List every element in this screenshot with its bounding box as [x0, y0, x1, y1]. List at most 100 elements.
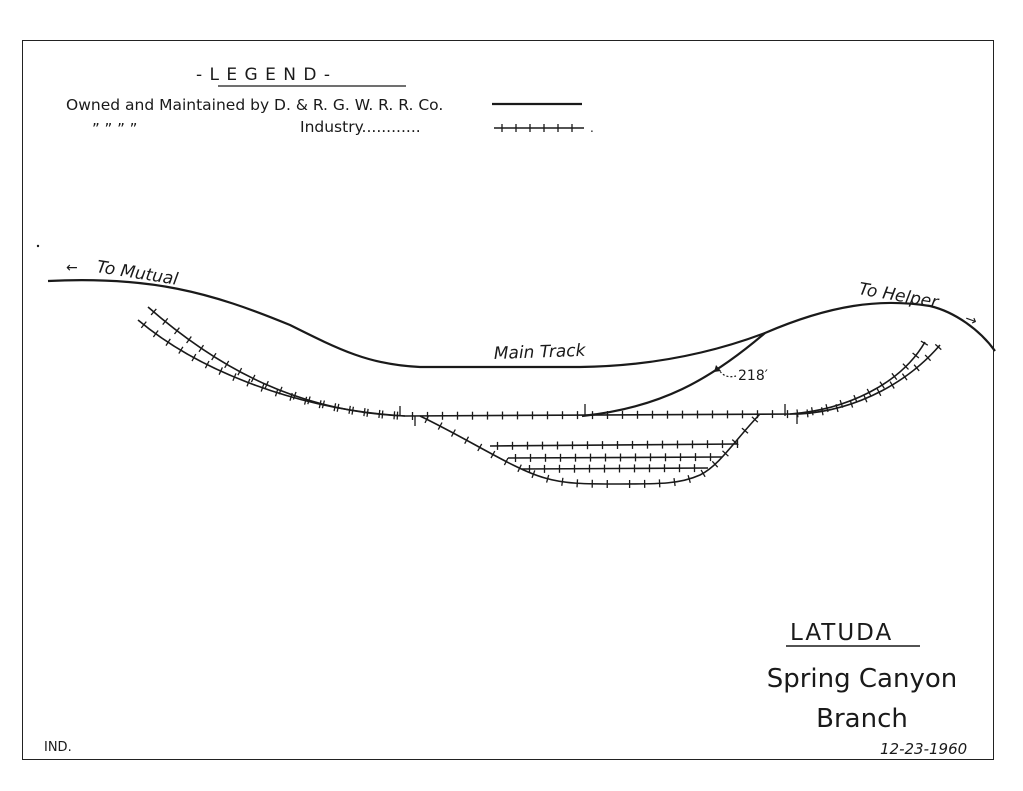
track-tie [517, 464, 522, 473]
track-tie [260, 383, 265, 392]
track-tie [477, 443, 483, 452]
track-tie [303, 396, 308, 405]
track-tie [336, 403, 340, 412]
industry-tracks [137, 306, 941, 485]
track-tie [863, 394, 868, 403]
track-tie [902, 363, 909, 370]
to-helper-label: To Helper [857, 279, 941, 313]
legend-ditto-marks: ” ” ” ” [92, 120, 137, 138]
legend-title: - L E G E N D - [196, 65, 331, 85]
track-tie [424, 415, 430, 424]
yard-ladder-left [419, 415, 621, 485]
track-tie [318, 400, 322, 409]
main-track-label: Main Track [493, 341, 586, 364]
track-tie [722, 450, 729, 457]
drawing-code: IND. [44, 740, 72, 755]
legend-industry-label: Industry............ [300, 118, 421, 136]
arrow-right-icon: → [963, 311, 980, 330]
track-tie [853, 394, 858, 403]
track-tie [186, 336, 192, 344]
track-tie [796, 409, 799, 418]
track-tie [348, 405, 351, 414]
track-tie [224, 360, 230, 369]
legend-railroad-label: Owned and Maintained by D. & R. G. W. R.… [66, 96, 443, 114]
track-tie [700, 469, 706, 478]
industry-track-right-outer [799, 344, 941, 415]
yard-track-2 [507, 456, 723, 459]
track-tie [891, 372, 898, 380]
track-tie [140, 321, 147, 329]
track-tie [198, 344, 205, 353]
branch-line-2: Branch [816, 704, 908, 734]
main-track [47, 279, 996, 369]
track-tie [381, 410, 384, 419]
track-tie [820, 407, 824, 416]
track-tie [673, 478, 676, 487]
track-tie [741, 427, 749, 434]
track-tie [687, 475, 691, 483]
track-tie [393, 411, 396, 420]
branch-line-1: Spring Canyon [767, 664, 958, 694]
track-tie [250, 374, 256, 383]
track-tie [178, 346, 184, 354]
track-tie [191, 353, 197, 362]
track-tie [879, 381, 885, 389]
track-tie [321, 400, 326, 409]
track-tie [278, 386, 283, 395]
track-tie [307, 396, 311, 405]
industry-track-left-outer [147, 306, 406, 417]
track-tie [531, 470, 536, 479]
track-tie [165, 338, 171, 346]
track-tie [162, 317, 169, 326]
track-tie [292, 391, 297, 400]
track-tie [839, 399, 844, 408]
dimension-arrow [717, 367, 737, 378]
track-tie [264, 380, 269, 389]
track-tie [211, 352, 217, 361]
track-tie [576, 479, 579, 488]
industry-track-ticks [140, 308, 942, 489]
track-tie [876, 388, 882, 397]
track-tie [366, 408, 369, 417]
track-tie [912, 352, 920, 359]
track-tie [920, 340, 929, 346]
svg-text:.: . [590, 121, 594, 135]
track-tie [289, 392, 293, 401]
track-tie [503, 457, 509, 466]
track-tie [825, 404, 829, 413]
to-mutual-label: To Mutual [95, 257, 180, 290]
track-tie [351, 406, 355, 415]
track-tie [173, 327, 180, 335]
yard-track-1 [489, 443, 739, 447]
arrow-left-icon: ← [66, 260, 78, 276]
track-tie [237, 367, 243, 376]
track-tie [901, 373, 908, 381]
track-tie [545, 474, 550, 483]
industry-track-left-inner [137, 319, 406, 417]
track-tie [437, 422, 443, 430]
track-tie [150, 308, 157, 316]
track-tie [806, 409, 809, 418]
track-tie [378, 409, 381, 418]
track-tie [450, 429, 456, 437]
station-name: LATUDA [790, 620, 893, 646]
industry-lead-track [404, 413, 801, 417]
track-tie [274, 388, 279, 397]
track-tie [232, 373, 237, 382]
track-tie [866, 388, 872, 397]
main-track-connector [581, 332, 766, 418]
track-tie [363, 408, 366, 417]
drawing-date: 12-23-1960 [880, 740, 967, 758]
yard-ladder-right [619, 413, 761, 485]
track-tie [810, 407, 814, 416]
dimension-label: 218′ [738, 368, 768, 384]
yard-track-3 [521, 467, 709, 470]
track-tie [464, 436, 470, 445]
track-tie [333, 403, 337, 412]
stray-mark [36, 244, 40, 248]
track-tie [751, 416, 759, 423]
track-tie [835, 404, 839, 413]
track-tie [218, 367, 223, 375]
track-tie [924, 354, 932, 362]
track-tie [490, 450, 496, 459]
